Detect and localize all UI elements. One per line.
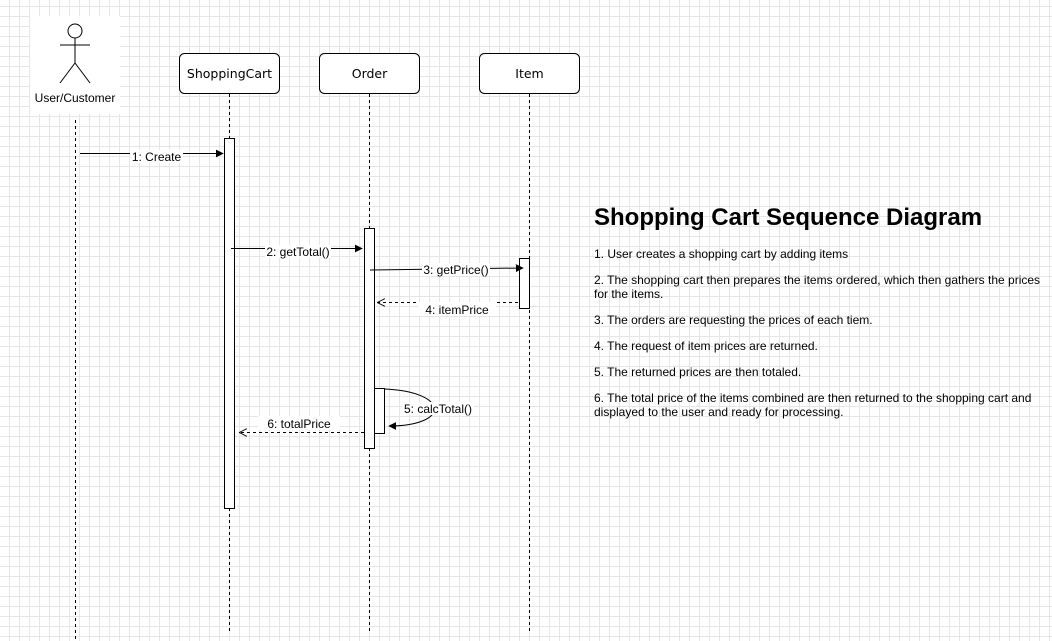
participant-shopping-cart[interactable]: ShoppingCart bbox=[179, 53, 280, 94]
message-6-totalprice[interactable]: 6: totalPrice bbox=[240, 416, 364, 433]
activation-item[interactable] bbox=[519, 258, 530, 309]
notes-item: 6. The total price of the items combined… bbox=[594, 391, 1032, 419]
notes-panel: Shopping Cart Sequence Diagram 1. User c… bbox=[594, 203, 1046, 431]
message-5-calctotal[interactable]: 5: calcTotal() bbox=[384, 388, 474, 430]
notes-list: 1. User creates a shopping cart by addin… bbox=[594, 247, 1046, 419]
participant-shopping-cart-label: ShoppingCart bbox=[187, 66, 272, 81]
actor-head bbox=[67, 23, 83, 39]
actor-label: User/Customer bbox=[35, 91, 116, 105]
notes-item: 3. The orders are requesting the prices … bbox=[594, 313, 873, 327]
notes-item: 5. The returned prices are then totaled. bbox=[594, 365, 802, 379]
activation-order-self[interactable] bbox=[374, 388, 385, 434]
message-5-label: 5: calcTotal() bbox=[404, 402, 472, 416]
notes-item: 4. The request of item prices are return… bbox=[594, 339, 818, 353]
actor-user-customer[interactable]: User/Customer bbox=[30, 16, 120, 114]
message-4-itemprice[interactable]: 4: itemPrice bbox=[378, 302, 518, 317]
notes-title: Shopping Cart Sequence Diagram bbox=[594, 204, 983, 231]
actor-left-leg bbox=[59, 62, 76, 84]
message-2-label: 2: getTotal() bbox=[266, 245, 329, 259]
notes-item: 1. User creates a shopping cart by addin… bbox=[594, 247, 849, 261]
activation-shopping-cart[interactable] bbox=[224, 138, 235, 509]
notes-item: 2. The shopping cart then prepares the i… bbox=[594, 273, 1041, 301]
message-1-label-bg bbox=[130, 150, 183, 163]
message-1-label: 1: Create bbox=[132, 150, 182, 164]
message-3-label: 3: getPrice() bbox=[423, 263, 488, 277]
actor-right-leg bbox=[74, 62, 91, 84]
message-6-label-bg bbox=[258, 416, 340, 430]
participant-item-label: Item bbox=[515, 66, 543, 81]
message-3-getprice[interactable]: 3: getPrice() bbox=[369, 263, 524, 277]
message-3-label-bg bbox=[422, 263, 490, 276]
message-2-gettotal[interactable]: 2: getTotal() bbox=[231, 244, 363, 259]
message-4-label: 4: itemPrice bbox=[425, 303, 489, 317]
message-5-label-bg bbox=[402, 402, 474, 415]
participant-item[interactable]: Item bbox=[479, 53, 580, 94]
message-1-create[interactable]: 1: Create bbox=[80, 149, 224, 164]
message-2-label-bg bbox=[265, 245, 331, 258]
participant-order[interactable]: Order bbox=[319, 53, 420, 94]
message-4-label-bg bbox=[418, 302, 496, 316]
message-6-label: 6: totalPrice bbox=[267, 417, 331, 431]
participant-order-label: Order bbox=[352, 66, 388, 81]
activation-order[interactable] bbox=[364, 228, 375, 449]
